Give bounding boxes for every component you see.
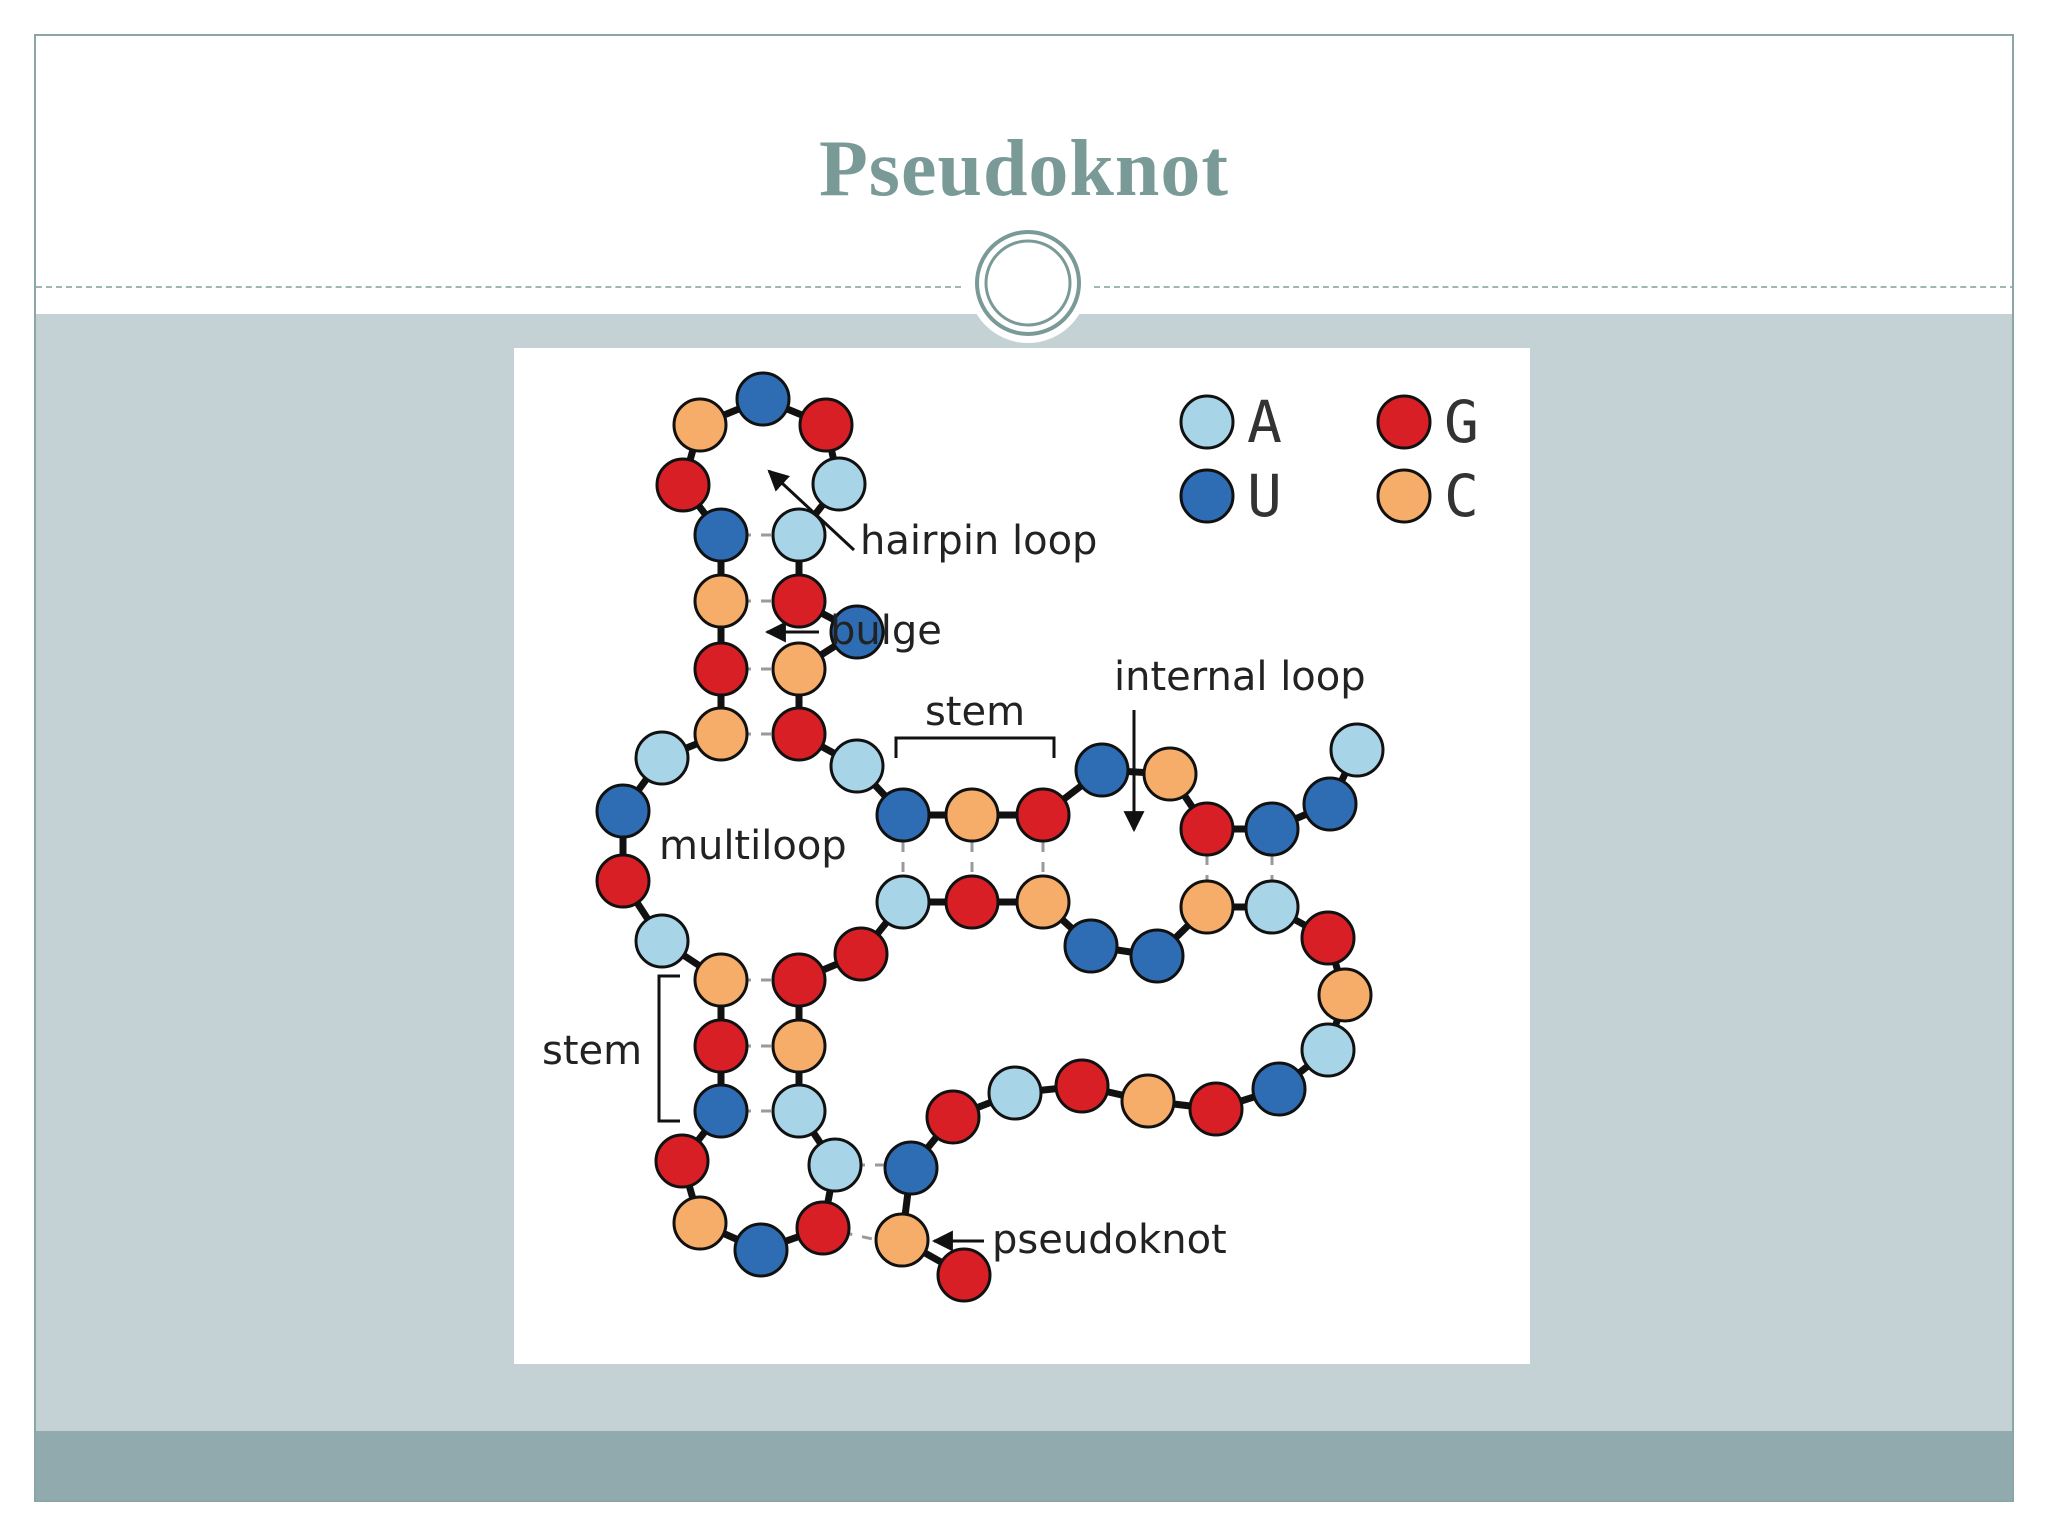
nucleotide-g: [771, 706, 827, 762]
nucleotide-g: [771, 952, 827, 1008]
hairpin-loop-label: hairpin loop: [860, 518, 1097, 564]
nucleotide-u: [1063, 918, 1119, 974]
nucleotide-a: [771, 1083, 827, 1139]
multiloop-label: multiloop: [659, 823, 847, 869]
nucleotide-a: [634, 913, 690, 969]
title-divider-right: [1094, 286, 2012, 288]
legend: A G U C: [1179, 388, 1479, 530]
nucleotide-u: [693, 1083, 749, 1139]
nucleotide-c: [1179, 879, 1235, 935]
nucleotide-u: [883, 1140, 939, 1196]
nucleotide-g: [1188, 1081, 1244, 1137]
nucleotide-u: [1244, 801, 1300, 857]
bulge-label: bulge: [830, 608, 942, 654]
pseudoknot-label: pseudoknot: [992, 1217, 1227, 1263]
legend-a-label: A: [1247, 388, 1282, 456]
legend-c-swatch: [1376, 468, 1432, 524]
nucleotide-c: [1317, 967, 1373, 1023]
nucleotide-g: [1015, 787, 1071, 843]
nucleotide-g: [925, 1089, 981, 1145]
legend-g-label: G: [1444, 388, 1479, 456]
rna-structure-diagram: hairpin loop bulge internal loop stem mu…: [514, 348, 1530, 1364]
nucleotide-a: [1244, 879, 1300, 935]
nucleotide-u: [1129, 928, 1185, 984]
internal-loop-annotation: internal loop: [1114, 654, 1366, 833]
legend-c-label: C: [1444, 462, 1479, 530]
nucleotide-c: [771, 641, 827, 697]
nucleotide-a: [807, 1137, 863, 1193]
nucleotide-g: [1179, 801, 1235, 857]
slide-title: Pseudoknot: [818, 125, 1230, 213]
nucleotide-c: [672, 397, 728, 453]
stem-left-label: stem: [542, 1028, 642, 1074]
nucleotide-a: [987, 1065, 1043, 1121]
nucleotide-g: [771, 573, 827, 629]
legend-u-swatch: [1179, 468, 1235, 524]
nucleotide-a: [875, 874, 931, 930]
nucleotides: [595, 371, 1385, 1303]
nucleotide-g: [944, 874, 1000, 930]
hairpin-loop-arrow: [767, 469, 856, 552]
nucleotide-a: [634, 730, 690, 786]
nucleotide-a: [1300, 1022, 1356, 1078]
internal-loop-label: internal loop: [1114, 654, 1366, 700]
nucleotide-u: [875, 787, 931, 843]
nucleotide-c: [1142, 746, 1198, 802]
nucleotide-g: [833, 926, 889, 982]
nucleotide-g: [795, 1200, 851, 1256]
nucleotide-u: [733, 1222, 789, 1278]
nucleotide-c: [771, 1018, 827, 1074]
nucleotide-c: [693, 573, 749, 629]
pseudoknot-annotation: pseudoknot: [931, 1217, 1227, 1263]
nucleotide-g: [936, 1247, 992, 1303]
hairpin-loop-annotation: hairpin loop: [767, 469, 1097, 564]
nucleotide-g: [595, 853, 651, 909]
stem-left-bracket: [657, 974, 680, 1123]
legend-g-swatch: [1376, 394, 1432, 450]
nucleotide-u: [1302, 776, 1358, 832]
legend-u-label: U: [1247, 462, 1282, 530]
nucleotide-u: [735, 371, 791, 427]
footer-band: [36, 1431, 2012, 1500]
nucleotide-u: [1074, 742, 1130, 798]
stem-top-bracket: [894, 736, 1056, 758]
nucleotide-a: [811, 456, 867, 512]
nucleotide-u: [693, 507, 749, 563]
nucleotide-a: [1329, 722, 1385, 778]
title-divider-left: [36, 286, 961, 288]
nucleotide-g: [1300, 910, 1356, 966]
nucleotide-c: [693, 952, 749, 1008]
nucleotide-c: [693, 706, 749, 762]
slide: Pseudoknot hairpin loop: [34, 34, 2014, 1502]
nucleotide-c: [672, 1195, 728, 1251]
nucleotide-u: [1251, 1061, 1307, 1117]
rna-structure-svg: hairpin loop bulge internal loop stem mu…: [542, 371, 1479, 1303]
nucleotide-c: [1015, 874, 1071, 930]
stem-left-annotation: stem: [542, 974, 680, 1123]
bulge-annotation: bulge: [764, 608, 942, 654]
nucleotide-g: [654, 1133, 710, 1189]
nucleotide-c: [944, 787, 1000, 843]
nucleotide-a: [829, 738, 885, 794]
nucleotide-g: [655, 457, 711, 513]
nucleotide-u: [595, 783, 651, 839]
stem-top-label: stem: [925, 689, 1025, 735]
nucleotide-a: [771, 507, 827, 563]
nucleotide-g: [693, 641, 749, 697]
nucleotide-g: [1054, 1058, 1110, 1114]
nucleotide-g: [693, 1018, 749, 1074]
nucleotide-g: [798, 397, 854, 453]
legend-a-swatch: [1179, 394, 1235, 450]
stem-top-annotation: stem: [894, 689, 1056, 758]
nucleotide-c: [1120, 1073, 1176, 1129]
divider-ring-icon: [968, 223, 1088, 343]
nucleotide-u: [829, 604, 885, 660]
nucleotide-c: [874, 1212, 930, 1268]
